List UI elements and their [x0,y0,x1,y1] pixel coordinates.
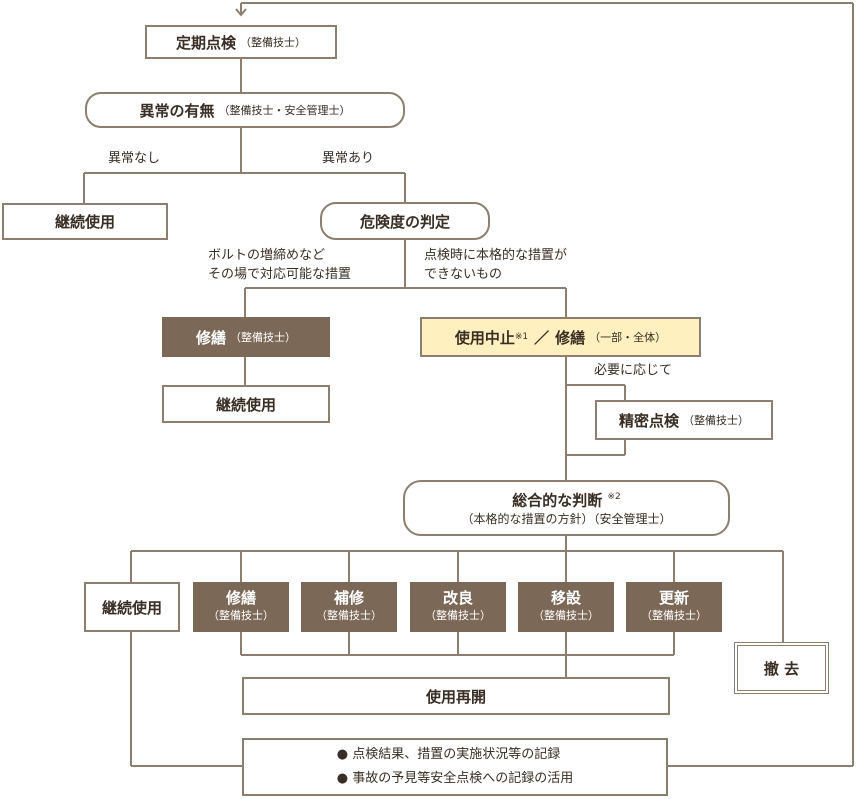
suspend-use-box: 使用中止 ※1 ／ 修繕 （一部・全体） [420,317,701,357]
continue-use-box-2: 継続使用 [162,385,330,423]
option-renew-title: 更新 [658,589,689,607]
option-improve-title: 改良 [442,589,473,607]
suspend-use-note: ※1 [514,332,529,342]
option-relocate-role: （整備技士） [533,609,599,622]
option-improve-box: 改良 （整備技士） [410,582,506,632]
continue-use-title-1: 継続使用 [54,213,115,231]
records-line-1: ● 点検結果、措置の実施状況等の記録 [336,747,561,762]
option-relocate-box: 移設 （整備技士） [518,582,614,632]
suspend-repair-scope: （一部・全体） [589,331,667,344]
option-improve-role: （整備技士） [425,609,491,622]
anomaly-check-title: 異常の有無 [139,101,215,120]
continue-use-box-1: 継続使用 [2,203,168,240]
option-repair-role: （整備技士） [208,609,274,622]
continue-use-title-3: 継続使用 [101,598,162,617]
overall-judgement-title: 総合的な判断 [512,491,603,510]
onsite-repair-title: 修繕 [195,328,226,347]
suspend-use-title: 使用中止 [454,328,515,347]
removal-title: 撤 去 [763,659,800,678]
onsite-repair-box: 修繕 （整備技士） [162,317,330,357]
records-box: ● 点検結果、措置の実施状況等の記録 ● 事故の予見等安全点検への記録の活用 [242,738,668,796]
anomaly-label: 異常あり [322,151,375,166]
option-relocate-title: 移設 [550,589,581,607]
onsite-label-line1: ボルトの増締めなど [208,248,326,263]
detailed-inspection-box: 精密点検 （整備技士） [595,400,773,440]
resume-use-box: 使用再開 [242,677,670,715]
overall-judgement-note: ※2 [607,492,621,503]
option-mend-title: 補修 [333,589,364,607]
overall-judgement-role: （本格的な措置の方針）（安全管理士） [461,511,672,526]
detailed-inspection-title: 精密点検 [618,411,679,430]
resume-use-title: 使用再開 [425,687,486,706]
removal-box: 撤 去 [734,642,829,694]
risk-judgement-box: 危険度の判定 [320,202,490,240]
records-line-2: ● 事故の予見等安全点検への記録の活用 [336,771,574,786]
option-renew-box: 更新 （整備技士） [626,582,722,632]
anomaly-check-box: 異常の有無 （整備技士・安全管理士） [85,92,405,128]
suspend-use-slash: ／ [534,328,550,347]
periodic-inspection-title: 定期点検 [175,33,236,52]
option-mend-role: （整備技士） [316,609,382,622]
overall-judgement-box: 総合的な判断 ※2 （本格的な措置の方針）（安全管理士） [403,480,730,536]
detailed-inspection-role: （整備技士） [683,414,749,427]
major-label-line1: 点検時に本格的な措置が [424,248,568,263]
anomaly-check-role: （整備技士・安全管理士） [218,104,351,117]
as-needed-label: 必要に応じて [594,363,673,378]
periodic-inspection-box: 定期点検 （整備技士） [145,25,337,59]
option-repair-title: 修繕 [225,589,256,607]
continue-use-box-3: 継続使用 [84,582,180,632]
option-repair-box: 修繕 （整備技士） [193,582,289,632]
suspend-repair-title: 修繕 [555,328,586,347]
option-renew-role: （整備技士） [641,609,707,622]
periodic-inspection-role: （整備技士） [240,36,306,49]
onsite-repair-role: （整備技士） [230,331,296,344]
major-label-line2: できないもの [424,267,503,282]
risk-judgement-title: 危険度の判定 [359,212,450,231]
onsite-label-line2: その場で対応可能な措置 [208,267,352,282]
no-anomaly-label: 異常なし [108,151,161,166]
continue-use-title-2: 継続使用 [215,395,276,414]
option-mend-box: 補修 （整備技士） [301,582,397,632]
